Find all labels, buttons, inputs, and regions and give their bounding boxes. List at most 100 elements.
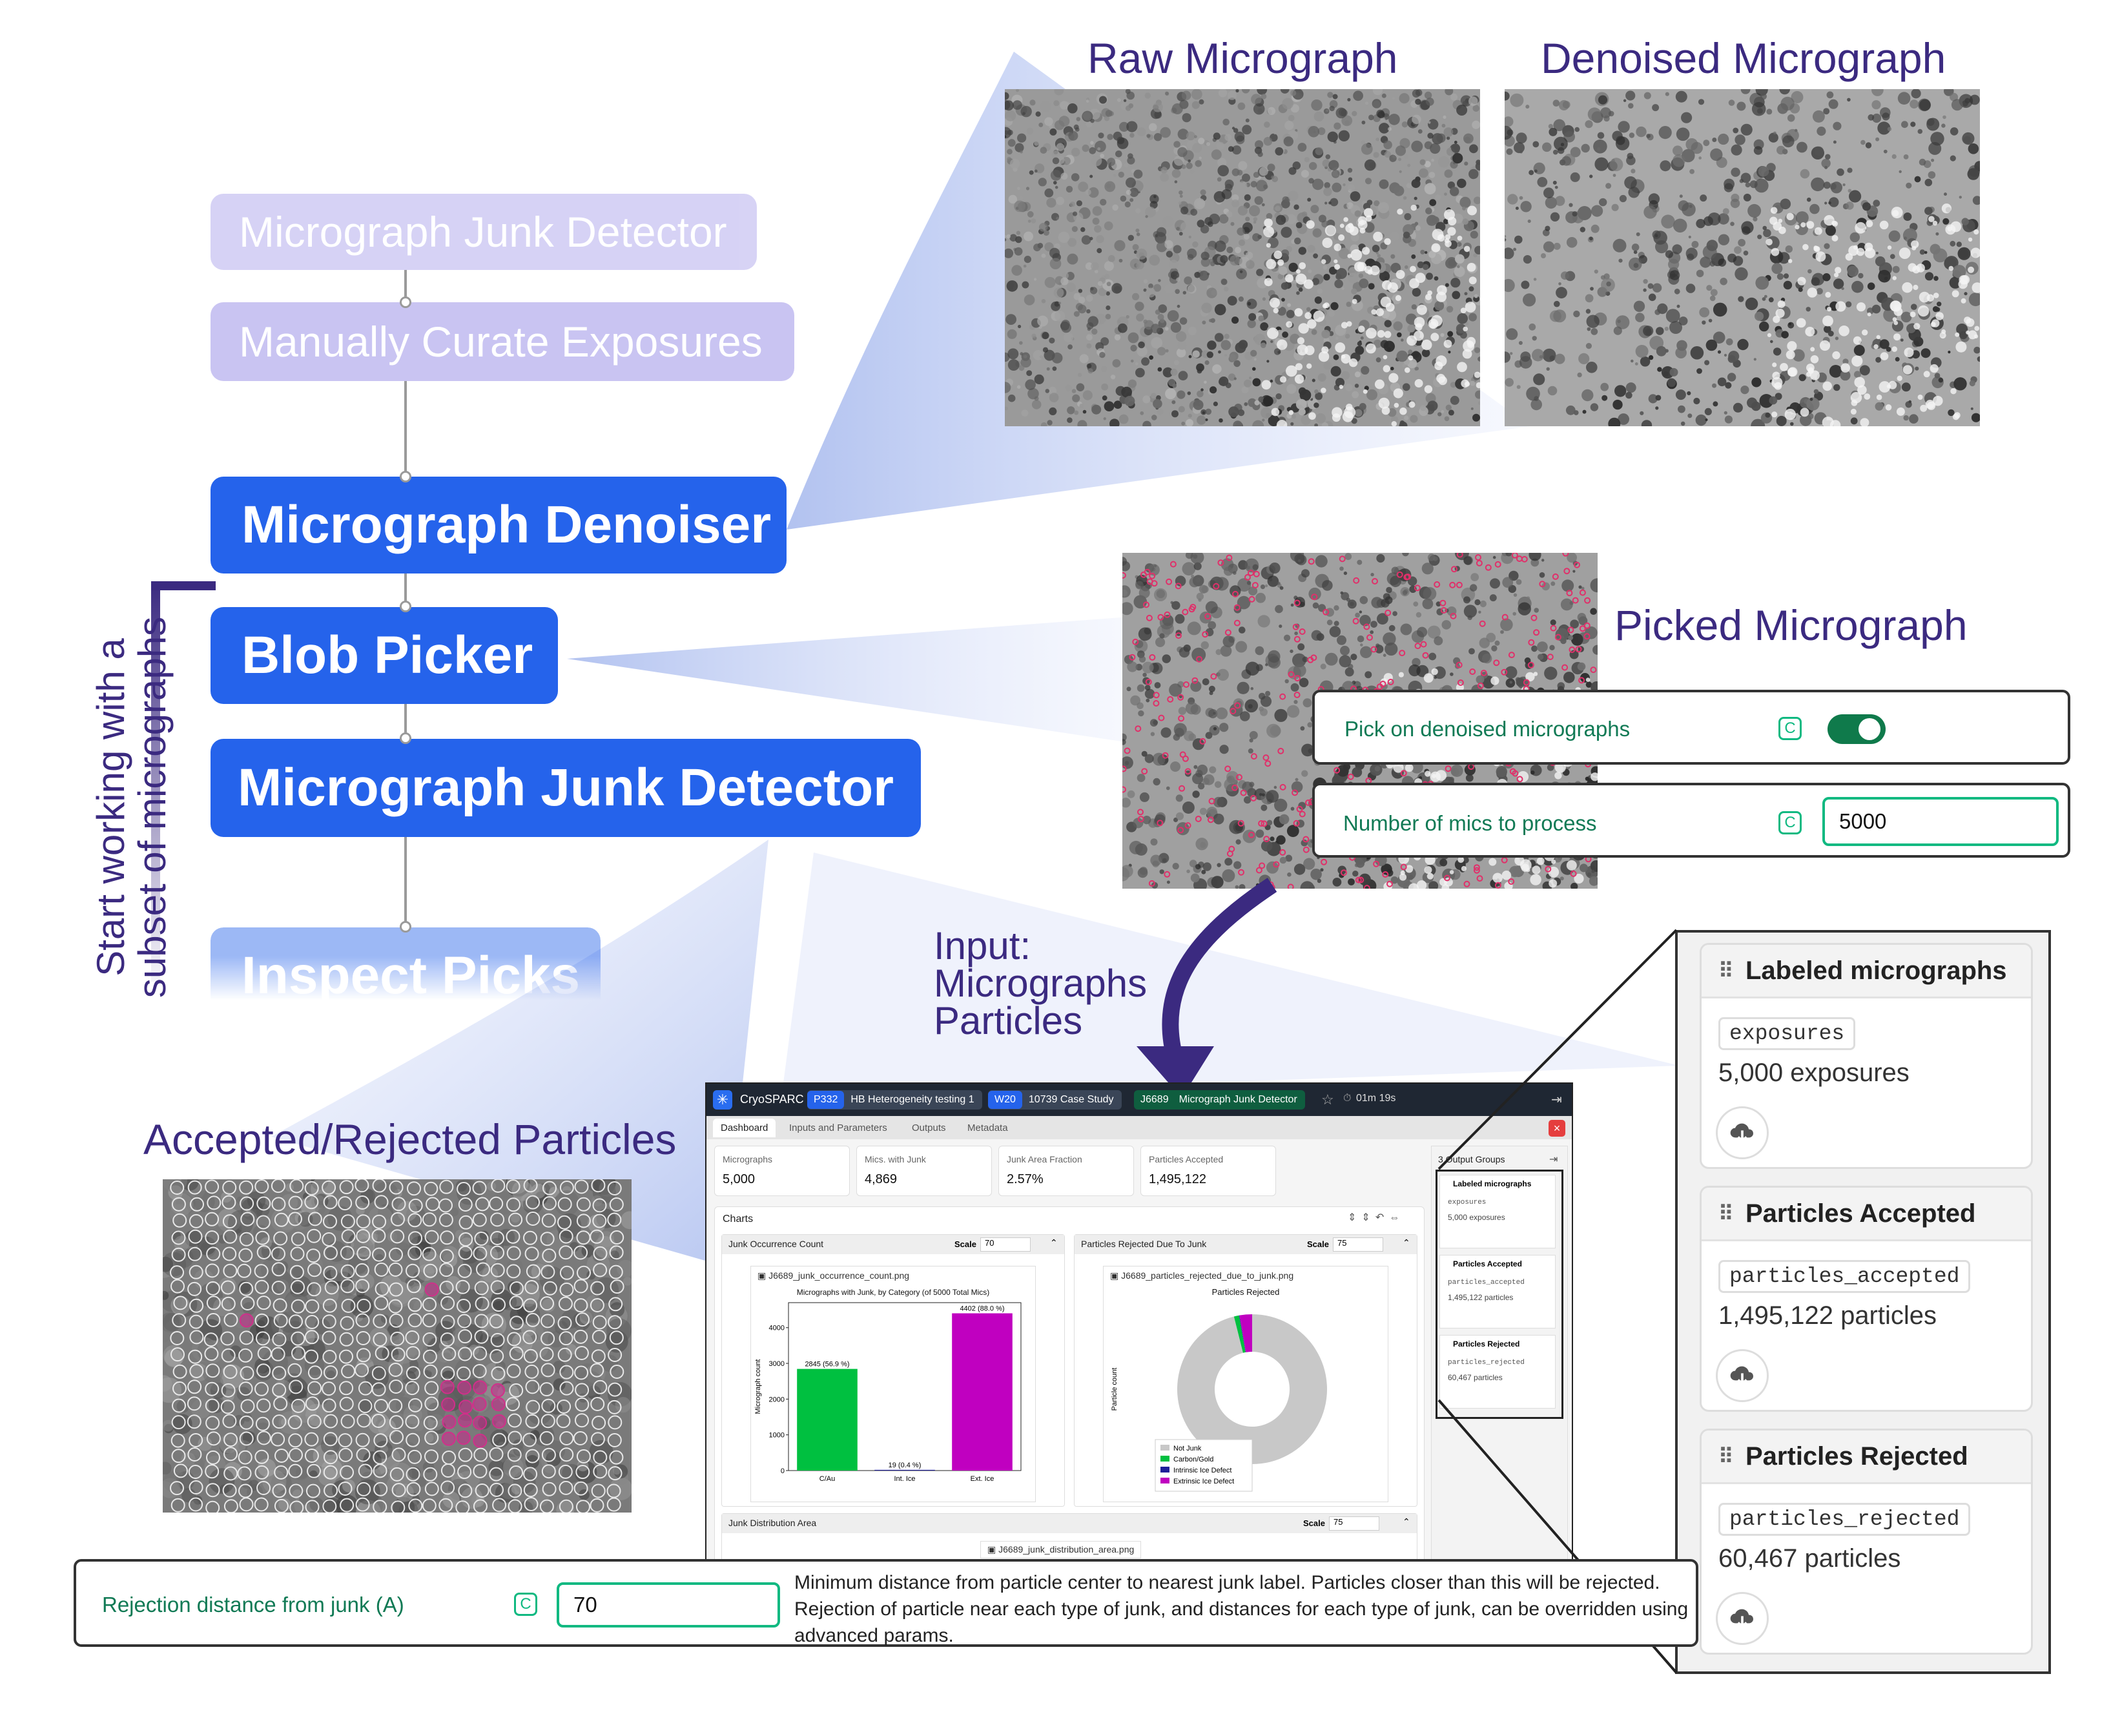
drag-handle-icon[interactable]: ⠿ [1718,959,1733,982]
tab-outputs[interactable]: Outputs [912,1122,946,1133]
subset-label: Start working with a subset of micrograp… [89,616,174,998]
download-icon[interactable] [1716,1106,1769,1159]
param-pick-denoised-label: Pick on denoised micrographs [1344,717,1631,741]
pick-denoised-toggle[interactable] [1828,714,1886,744]
output-card-labeled-micrographs: ⠿Labeled micrographs exposures 5,000 exp… [1700,943,2033,1169]
bar-chart-ytick: 4000 [769,1325,785,1332]
panel-junk-distribution: Junk Distribution Area Scale 75 ⌃ ▣ J668… [721,1513,1417,1562]
stat-card: Junk Area Fraction 2.57% [998,1146,1134,1196]
bar-chart-xtick: Ext. Ice [971,1475,994,1483]
pipeline-node-manually-curate[interactable]: Manually Curate Exposures [211,302,794,381]
connector-dot [400,921,411,933]
pipeline-node-junk-detector[interactable]: Micrograph Junk Detector [211,739,921,837]
image-icon: ▣ [757,1270,769,1281]
scale-label: Scale [954,1239,976,1249]
wedge-blob [567,617,1130,743]
output-tag: exposures [1718,1017,1856,1050]
param-rejection-label: Rejection distance from junk (A) [102,1593,404,1617]
output-card-particles-accepted: ⠿Particles Accepted particles_accepted 1… [1700,1186,2033,1412]
cryosparc-logo-icon: ✳ [713,1090,732,1110]
pipeline-node-micrograph-denoiser[interactable]: Micrograph Denoiser [211,477,787,574]
drag-handle-icon[interactable]: ⠿ [1718,1445,1733,1468]
breadcrumb-job[interactable]: J6689 Micrograph Junk Detector [1134,1090,1305,1110]
heading-denoised-micrograph: Denoised Micrograph [1541,34,1946,82]
pipeline-node-blob-picker[interactable]: Blob Picker [211,607,558,704]
junk-occurrence-bar-chart: Micrographs with Junk, by Category (of 5… [754,1288,1022,1483]
charts-title: Charts [723,1214,754,1224]
stat-card: Particles Accepted 1,495,122 [1140,1146,1276,1196]
tab-dashboard[interactable]: Dashboard [713,1119,776,1137]
connector-dot [400,471,411,482]
bar-chart-ytick: 0 [781,1467,785,1475]
star-icon[interactable]: ☆ [1321,1091,1334,1108]
sidebar-output-card: Particles Rejected particles_rejected 60… [1439,1335,1556,1409]
param-badge: C [1778,811,1802,834]
wedge-junk-right [781,852,1679,1098]
output-count: 60,467 particles [1718,1544,1901,1573]
chart-toolbar-icons[interactable]: ⇕⇕↶⇔ [1348,1212,1405,1223]
connector-dot [400,296,411,308]
param-badge: C [1778,717,1802,740]
donut-chart-slice [1177,1314,1327,1464]
exit-icon[interactable]: ⇥ [1551,1093,1562,1107]
file-name: ▣ J6689_junk_occurrence_count.png [757,1270,910,1281]
charts-section: Charts ⇕⇕↶⇔ Junk Occurrence Count Scale … [714,1206,1425,1562]
connector [404,270,407,309]
output-groups-sidebar: 3 Output Groups ⇥ Labeled micrographs ex… [1431,1146,1568,1562]
bar-chart-data-label: 19 (0.4 %) [889,1462,922,1469]
breadcrumb-workspace[interactable]: W20 10739 Case Study [988,1090,1122,1110]
pipeline-node-junk-detector-faded[interactable]: Micrograph Junk Detector [211,194,757,270]
donut-chart-slice [1239,1315,1246,1352]
image-icon: ▣ [1110,1270,1122,1281]
scale-select[interactable]: 70 [980,1237,1031,1252]
param-badge: C [514,1593,537,1616]
sidebar-title: 3 Output Groups [1438,1154,1505,1164]
bar-chart-bar [952,1313,1013,1471]
tab-metadata[interactable]: Metadata [967,1122,1008,1133]
connector-dot [400,601,411,612]
image-card: ▣ J6689_particles_rejected_due_to_junk.p… [1103,1266,1388,1502]
panel-title: Junk Occurrence Count [728,1239,824,1249]
breadcrumb-project[interactable]: P332 HB Heterogeneity testing 1 [807,1090,982,1110]
image-icon: ▣ [987,1544,999,1555]
collapse-icon[interactable]: ⌃ [1403,1237,1410,1248]
param-pick-denoised: Pick on denoised micrographs C [1312,690,2070,765]
cryosparc-app-window: ✳ CryoSPARC P332 HB Heterogeneity testin… [705,1082,1573,1563]
donut-chart-ylabel: Particle count [1111,1368,1118,1411]
output-card-particles-rejected: ⠿Particles Rejected particles_rejected 6… [1700,1429,2033,1655]
sidebar-collapse-icon[interactable]: ⇥ [1549,1154,1558,1165]
legend-swatch [1160,1467,1169,1472]
bar-chart-bar [874,1469,935,1471]
app-topbar: ✳ CryoSPARC P332 HB Heterogeneity testin… [706,1084,1572,1116]
app-tabs: Dashboard Inputs and Parameters Outputs … [706,1116,1572,1139]
param-num-mics: Number of mics to process C 5000 [1312,783,2070,858]
output-count: 5,000 exposures [1718,1059,1910,1087]
sidebar-output-card: Particles Accepted particles_accepted 1,… [1439,1255,1556,1328]
denoised-micrograph-image [1505,89,1980,426]
image-card: ▣ J6689_junk_occurrence_count.png Microg… [750,1266,1036,1502]
toggle-knob [1859,718,1880,740]
scale-select[interactable]: 75 [1333,1237,1383,1252]
output-tag: particles_accepted [1718,1260,1971,1293]
bar-chart-ytick: 2000 [769,1396,785,1403]
legend-label: Intrinsic Ice Defect [1173,1467,1231,1474]
drag-handle-icon[interactable]: ⠿ [1718,1202,1733,1225]
donut-chart-slice [1233,1315,1246,1353]
close-icon[interactable]: × [1549,1120,1565,1137]
tab-inputs-parameters[interactable]: Inputs and Parameters [789,1122,887,1133]
scale-label: Scale [1307,1239,1329,1249]
param-num-mics-label: Number of mics to process [1343,811,1597,835]
collapse-icon[interactable]: ⌃ [1403,1516,1410,1527]
num-mics-input[interactable]: 5000 [1822,797,2059,846]
pipeline-node-inspect-picks[interactable]: Inspect Picks [211,927,601,1024]
legend-swatch [1160,1445,1169,1451]
collapse-icon[interactable]: ⌃ [1050,1237,1058,1248]
rejection-distance-input[interactable]: 70 [557,1582,780,1628]
scale-select[interactable]: 75 [1329,1516,1379,1531]
file-name: ▣ J6689_particles_rejected_due_to_junk.p… [1110,1270,1294,1281]
legend-label: Extrinsic Ice Defect [1173,1478,1234,1485]
stat-card: Micrographs 5,000 [714,1146,850,1196]
download-icon[interactable] [1716,1592,1769,1645]
download-icon[interactable] [1716,1349,1769,1402]
